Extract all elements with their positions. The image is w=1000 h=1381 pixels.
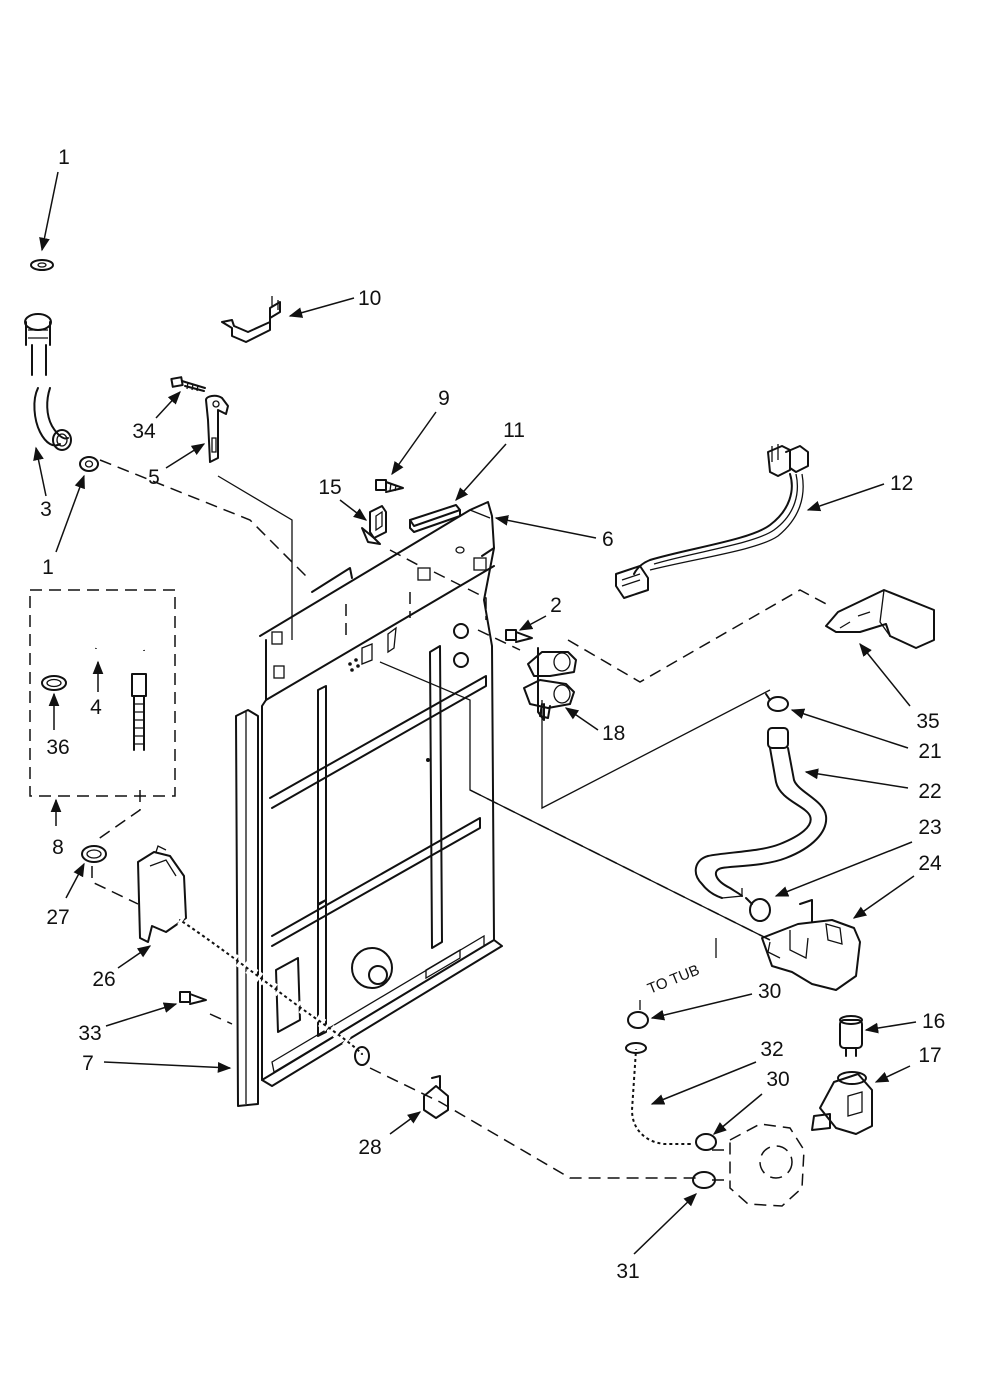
screw-part-9: [375, 479, 404, 493]
wire-harness-part-12: [615, 444, 809, 599]
pump-outline: [712, 1123, 805, 1207]
assembly-lines: [91, 459, 831, 1179]
rear-panel-part-6: [259, 501, 503, 1087]
callout-21: 21: [918, 740, 941, 763]
callout-2: 2: [550, 594, 562, 617]
callout-22: 22: [918, 780, 941, 803]
leader-30-b: [712, 1093, 763, 1135]
clip-strip-part-11: [409, 504, 461, 533]
clamp-part-31: [692, 1171, 716, 1189]
leader-27: [65, 862, 85, 899]
leader-6: [494, 515, 597, 539]
leader-28: [389, 1111, 422, 1135]
screw-part-33: [179, 991, 207, 1005]
water-valve-part-18: [523, 647, 577, 721]
capacitor-part-16: [839, 1015, 863, 1057]
hose-part-4: [92, 596, 148, 751]
callout-11: 11: [503, 419, 525, 442]
pump-housing-part-24: [761, 899, 861, 991]
leader-26: [117, 945, 152, 969]
callout-5: 5: [148, 466, 160, 489]
callout-1-top: 1: [58, 146, 70, 169]
callout-6: 6: [602, 528, 614, 551]
clamp-part-27: [81, 845, 107, 863]
leader-33: [105, 1002, 178, 1027]
leader-17: [874, 1065, 911, 1083]
bracket-part-26: [137, 845, 187, 943]
callout-26: 26: [92, 968, 115, 991]
callout-32: 32: [760, 1038, 783, 1061]
leader-10: [288, 297, 355, 318]
cover-part-35: [825, 589, 935, 649]
callout-18: 18: [602, 722, 625, 745]
callout-1-lower: 1: [42, 556, 54, 579]
nut-part-1: [30, 259, 54, 271]
clamp-part-30-b: [695, 1133, 717, 1151]
hose-part-32: [623, 1042, 691, 1152]
leader-7: [103, 1061, 232, 1073]
callout-10: 10: [358, 287, 381, 310]
leader-32: [650, 1061, 757, 1105]
callout-27: 27: [46, 906, 69, 929]
switch-part-15: [361, 505, 387, 545]
leader-12: [806, 483, 885, 512]
leader-35: [859, 642, 911, 707]
clamp-part-28: [423, 1075, 449, 1119]
callout-30-b: 30: [766, 1068, 789, 1091]
leader-9: [391, 411, 437, 476]
callout-34: 34: [132, 420, 156, 443]
leader-1-lower: [55, 474, 85, 553]
leader-22: [804, 768, 909, 789]
callout-4: 4: [90, 696, 102, 719]
callout-3: 3: [40, 498, 52, 521]
leader-3: [33, 446, 47, 497]
clamp-part-36: [41, 675, 67, 691]
callout-28: 28: [358, 1136, 381, 1159]
strap-part-5: [205, 394, 229, 463]
tub-label: TO TUB: [645, 962, 702, 998]
leader-23: [774, 841, 913, 897]
inlet-hose-part-3: [24, 313, 72, 451]
washer-part-1: [79, 456, 99, 472]
callout-31: 31: [616, 1260, 639, 1283]
screw-part-34: [170, 376, 206, 392]
leader-21: [790, 708, 909, 749]
leader-2: [518, 615, 547, 631]
kit-boundary-part-8: [29, 589, 176, 797]
callout-36: 36: [46, 736, 69, 759]
callout-7: 7: [82, 1052, 94, 1075]
callout-24: 24: [918, 852, 942, 875]
side-rail-part-7: [235, 709, 259, 1107]
leader-1-top: [39, 171, 59, 252]
callout-8: 8: [52, 836, 64, 859]
callout-35: 35: [916, 710, 939, 733]
bracket-part-10: [221, 296, 281, 343]
leader-11: [455, 443, 507, 502]
clamp-part-23: [745, 897, 771, 922]
callout-9: 9: [438, 387, 450, 410]
leader-34: [155, 391, 181, 419]
pump-part-17: [811, 1071, 873, 1135]
clamp-part-30: [627, 1011, 649, 1029]
leader-18: [564, 707, 599, 731]
leader-31: [633, 1193, 697, 1255]
screw-part-2: [505, 629, 533, 643]
leader-5: [165, 443, 206, 469]
callout-15: 15: [318, 476, 341, 499]
callout-17: 17: [918, 1044, 941, 1067]
drain-hose-part-7: [177, 915, 370, 1066]
callout-23: 23: [918, 816, 941, 839]
clamp-part-21: [765, 693, 789, 712]
callout-12: 12: [890, 472, 913, 495]
hose-part-22: [694, 727, 828, 899]
leader-16: [864, 1021, 917, 1034]
callout-33: 33: [78, 1022, 101, 1045]
callout-30-a: 30: [758, 980, 781, 1003]
leader-24: [852, 875, 915, 919]
leader-30-a: [650, 993, 753, 1021]
callout-16: 16: [922, 1010, 945, 1033]
leader-15: [339, 499, 368, 521]
